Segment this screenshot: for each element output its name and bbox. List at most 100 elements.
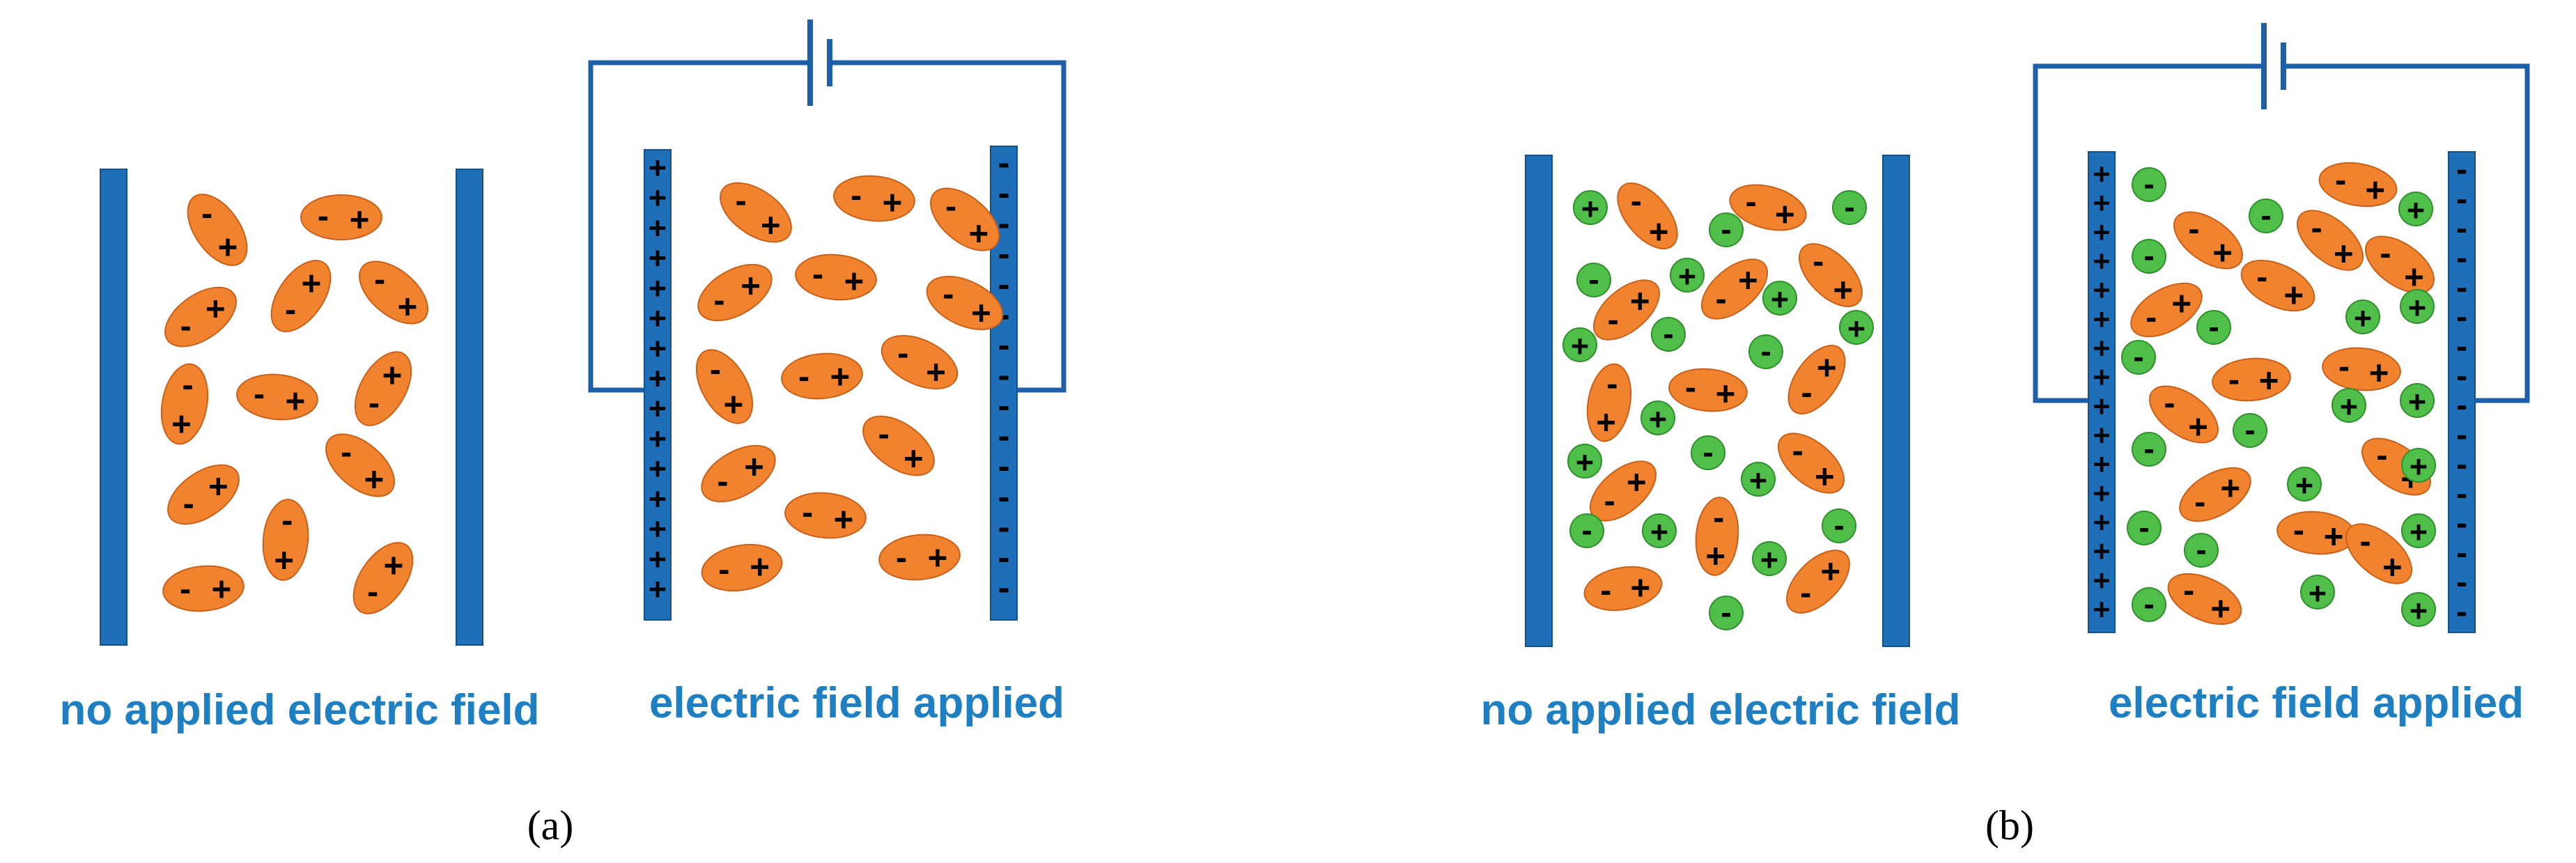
ion-body (2398, 192, 2433, 226)
ion-sign: + (1649, 402, 1666, 436)
dipole-minus: - (2161, 389, 2178, 421)
dipole-molecule: -+ (2173, 211, 2243, 270)
dipole-minus: - (799, 498, 816, 530)
dipole-plus: + (883, 182, 902, 220)
dipole-molecule: -+ (1799, 243, 1863, 308)
cation: + (2401, 592, 2436, 628)
dipole-body (2179, 467, 2251, 522)
dipole-minus: - (1710, 503, 1727, 535)
plate-plus-sign: + (2093, 361, 2110, 394)
ion-sign: - (2194, 536, 2210, 566)
dipole-body (930, 187, 1000, 251)
dipole-molecule: -+ (160, 363, 209, 445)
dipole-molecule: -+ (2240, 259, 2315, 313)
anion: - (1576, 263, 1611, 297)
ion-body (1569, 513, 1604, 548)
plate-plus-sign: + (2093, 332, 2110, 364)
dipole-molecule: -+ (878, 534, 961, 581)
ion-sign: - (1661, 320, 1677, 350)
anion: - (2196, 310, 2231, 345)
plate-minus-sign: - (2453, 332, 2470, 364)
dipole-plus: + (1649, 212, 1668, 249)
ion-sign: - (2136, 513, 2152, 544)
dipole-plus: + (2334, 234, 2353, 272)
plate-minus-sign: - (2453, 214, 2470, 246)
plate-minus-sign: - (995, 572, 1012, 606)
anion: - (1832, 190, 1867, 225)
dipole-minus: - (338, 437, 355, 469)
dipole-molecule: -+ (2167, 573, 2242, 627)
dipole-body (1786, 550, 1850, 614)
dipole-plus: + (1716, 374, 1735, 412)
dipole-molecule: -+ (695, 349, 754, 424)
ion-body (1748, 334, 1783, 369)
dipole-molecule: -+ (720, 182, 792, 243)
dipole-minus: - (2357, 527, 2374, 559)
dipole-molecule: -+ (930, 187, 1000, 251)
plate-plus-sign: + (649, 270, 666, 304)
dipole-molecule: -+ (2318, 162, 2398, 208)
dipole-minus: - (1597, 575, 1614, 607)
dipole-minus: - (809, 260, 826, 292)
dipole-minus: - (178, 311, 194, 343)
wire-a-left (588, 60, 808, 393)
caption-b-no-field: no applied electric field (1480, 686, 1960, 734)
cation: + (2400, 289, 2435, 325)
dipole-minus: - (1713, 284, 1730, 316)
ion-body (1762, 281, 1797, 316)
plate-minus-sign: - (2453, 597, 2470, 629)
dipole-molecule: -+ (236, 373, 318, 421)
ion-body (2196, 310, 2231, 345)
cation: + (1562, 327, 1597, 363)
ion-sign: - (2141, 590, 2157, 621)
wire-b-left (2033, 63, 2263, 403)
plate-plus-sign: + (649, 210, 666, 244)
dipole-molecule: -+ (2276, 511, 2356, 555)
plate-minus-sign: - (2453, 243, 2470, 275)
dipole-molecule: -+ (2149, 385, 2219, 444)
ion-sign: - (1700, 438, 1716, 469)
anion: - (1569, 513, 1604, 548)
anion: - (1709, 212, 1744, 247)
plate-minus-sign: - (2453, 538, 2470, 570)
dipole-body (878, 534, 961, 581)
ion-sign: + (1576, 445, 1593, 479)
ion-sign: + (1678, 259, 1696, 293)
ion-sign: + (2408, 290, 2426, 325)
dipole-minus: - (894, 339, 911, 371)
dipole-plus: + (1821, 552, 1840, 589)
ion-sign: + (1571, 329, 1588, 363)
ion-body (1576, 263, 1611, 297)
plate-b-left-2 (1882, 155, 1910, 647)
plate-a-left-2 (456, 169, 483, 646)
dipole-body (300, 194, 382, 240)
dipole-plus: + (904, 439, 924, 476)
ion-body (2331, 388, 2366, 423)
dipole-minus: - (282, 295, 299, 327)
dipole-plus: + (1597, 403, 1616, 440)
dipole-molecule: -+ (1787, 345, 1846, 414)
cation: + (2287, 467, 2322, 502)
dipole-molecule: -+ (164, 286, 237, 348)
dipole-minus: - (1790, 436, 1806, 468)
dipole-molecule: -+ (781, 352, 863, 400)
plate-minus-sign: - (2453, 184, 2470, 216)
dipole-minus: - (1743, 187, 1760, 219)
ion-body (2287, 467, 2322, 502)
dipole-body (2318, 162, 2398, 208)
dipole-minus: - (707, 355, 724, 387)
cation: + (1640, 401, 1675, 436)
dipole-plus: + (1738, 261, 1758, 298)
dipole-molecule: -+ (1589, 460, 1657, 522)
dipole-body (270, 260, 332, 332)
dipole-minus: - (2226, 365, 2242, 397)
plate-plus-sign: + (2093, 187, 2110, 219)
dipole-minus: - (2191, 488, 2208, 520)
cation: + (2345, 300, 2380, 335)
ion-sign: + (2340, 389, 2357, 423)
dipole-minus: - (1628, 187, 1645, 219)
dipole-body (1592, 279, 1661, 341)
dipole-body (359, 261, 428, 325)
dipole-molecule: -+ (1786, 550, 1850, 614)
dipole-plus: + (1627, 462, 1646, 500)
